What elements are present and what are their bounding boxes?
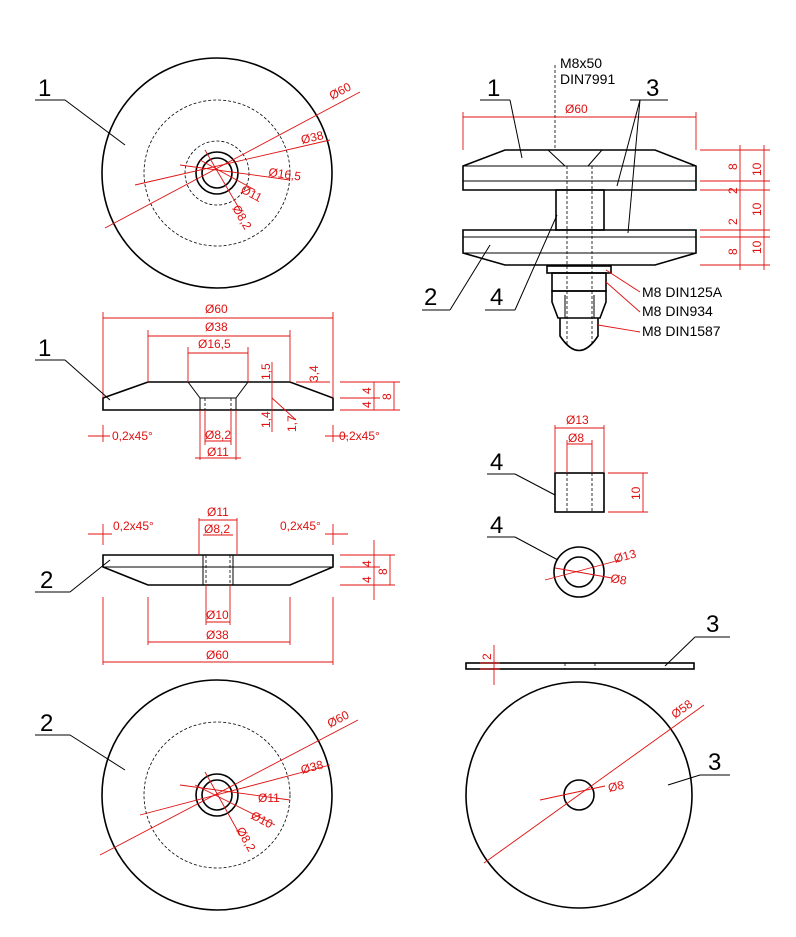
part3-side-view: 2 3 (465, 611, 730, 685)
p1-top-d38: Ø38 (300, 128, 326, 147)
part4-side-view: Ø13 Ø8 10 4 (487, 413, 648, 513)
p2-top-d60: Ø60 (325, 707, 352, 730)
p1-top-d11: Ø11 (239, 182, 265, 205)
p2-sec-chamfer-left: 0,2x45° (113, 519, 154, 533)
assembly-h10-top: 10 (750, 162, 764, 176)
callout-nut: M8 DIN934 (642, 303, 713, 319)
label-part-2-section: 2 (40, 567, 53, 594)
assembly-view: M8x50 DIN7991 Ø60 (422, 55, 770, 352)
p1-sec-chamfer-right: 0,2x45° (339, 429, 380, 443)
p1-sec-d8-2: Ø8,2 (205, 428, 231, 442)
p4-end-d8: Ø8 (609, 571, 628, 588)
p1-sec-3-4: 3,4 (307, 365, 321, 382)
label-part-4-side: 4 (490, 449, 503, 476)
p1-sec-1-5: 1,5 (259, 363, 273, 380)
label-part-1-section: 1 (38, 335, 51, 362)
p1-sec-d38: Ø38 (205, 320, 228, 334)
assembly-h2-top: 2 (726, 187, 740, 194)
p1-sec-chamfer-left: 0,2x45° (112, 429, 153, 443)
part1-top-view: Ø60 Ø38 Ø16,5 Ø11 Ø8,2 1 (35, 57, 361, 289)
p2-top-d10: Ø10 (249, 808, 276, 831)
assembly-d60: Ø60 (565, 102, 588, 116)
p1-sec-1-4: 1,4 (259, 411, 273, 428)
label-assembly-part-4: 4 (490, 284, 503, 311)
assembly-h10-mid: 10 (750, 202, 764, 216)
label-assembly-part-3: 3 (646, 75, 659, 102)
label-part-3-side: 3 (706, 611, 719, 638)
p2-sec-d10: Ø10 (206, 608, 229, 622)
p1-sec-1-7: 1,7 (285, 415, 299, 432)
p3-top-d8: Ø8 (607, 778, 626, 795)
p2-top-d38: Ø38 (299, 757, 325, 776)
assembly-bolt-standard: DIN7991 (560, 71, 615, 87)
p1-sec-d11: Ø11 (207, 445, 229, 459)
p2-sec-d11: Ø11 (207, 505, 229, 519)
assembly-h10-bottom: 10 (750, 240, 764, 254)
p2-sec-d8-2: Ø8,2 (204, 522, 230, 536)
p2-sec-d60: Ø60 (206, 648, 229, 662)
p1-top-d16-5: Ø16,5 (268, 165, 303, 183)
part4-end-view: Ø13 Ø8 4 (487, 512, 638, 598)
p4-side-d8: Ø8 (568, 431, 584, 445)
p4-end-d13: Ø13 (612, 546, 638, 565)
label-part-1-top: 1 (38, 75, 51, 102)
assembly-h8-top: 8 (726, 163, 740, 170)
p1-sec-h4b: 4 (360, 401, 374, 408)
part2-section-view: Ø11 Ø8,2 0,2x45° 0,2x45° 4 4 8 Ø10 Ø38 Ø… (35, 505, 395, 665)
part2-top-view: Ø60 Ø38 Ø11 Ø10 Ø8,2 2 (35, 679, 359, 911)
part1-section-view: Ø60 Ø38 Ø16,5 1,5 3,4 1,4 1,7 4 4 8 0,2x… (35, 302, 400, 460)
assembly-h2-bottom: 2 (726, 218, 740, 225)
p1-sec-h8: 8 (380, 393, 394, 400)
p2-sec-d38: Ø38 (206, 628, 229, 642)
p1-sec-h4a: 4 (360, 387, 374, 394)
label-part-2-top: 2 (40, 710, 53, 737)
part3-top-view: Ø58 Ø8 3 (465, 681, 730, 909)
label-part-4-end: 4 (490, 512, 503, 539)
p2-sec-h8: 8 (376, 568, 390, 575)
assembly-bolt-size: M8x50 (560, 55, 602, 71)
p3-side-t2: 2 (480, 653, 494, 660)
callout-cap-nut: M8 DIN1587 (642, 323, 721, 339)
assembly-h8-bottom: 8 (726, 248, 740, 255)
p2-sec-h4b: 4 (360, 576, 374, 583)
p1-sec-d16-5: Ø16,5 (198, 337, 231, 351)
p3-top-d58: Ø58 (669, 697, 696, 722)
p1-top-d60: Ø60 (327, 79, 354, 102)
p2-top-d8-2: Ø8,2 (233, 825, 258, 855)
label-part-3-top: 3 (708, 749, 721, 776)
p2-sec-chamfer-right: 0,2x45° (280, 519, 321, 533)
p1-top-d8-2: Ø8,2 (229, 203, 254, 233)
p2-sec-h4a: 4 (360, 560, 374, 567)
p1-sec-d60: Ø60 (205, 302, 228, 316)
label-assembly-part-1: 1 (487, 75, 500, 102)
callout-washer: M8 DIN125A (642, 284, 723, 300)
p2-top-d11: Ø11 (258, 791, 280, 805)
p4-side-d13: Ø13 (566, 413, 589, 427)
label-assembly-part-2: 2 (424, 284, 437, 311)
p4-side-h10: 10 (629, 486, 643, 500)
